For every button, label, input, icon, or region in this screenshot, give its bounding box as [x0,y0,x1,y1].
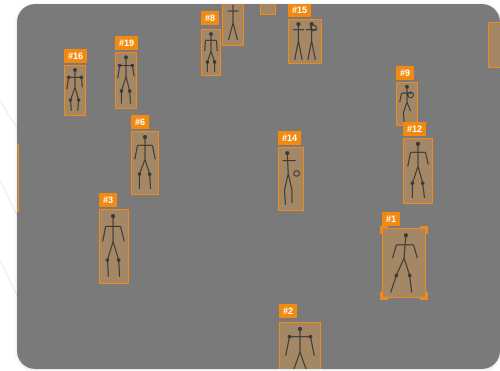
detection-box-6[interactable]: #6 [131,131,159,195]
detection-id-label: #19 [115,36,138,50]
detection-id-label: #15 [288,4,311,17]
detection-box-partial [488,22,500,68]
detection-id-label: #1 [382,212,400,226]
detection-box-3[interactable]: #3 [99,209,129,284]
detection-box-19[interactable]: #19 [115,52,137,109]
detection-box-12[interactable]: #12 [403,138,433,204]
detection-box-partial [222,4,244,46]
box-corner [380,226,388,234]
pose-skeleton [383,229,425,297]
detection-id-label: #8 [201,11,219,25]
box-corner [420,226,428,234]
box-corner [420,292,428,300]
detection-id-label: #6 [131,115,149,129]
detection-box-2[interactable]: #2 [279,322,321,369]
video-frame: #16 #19 #8 #15 #9 #12 #6 #14 #3 [17,4,500,369]
pose-skeleton [404,139,432,203]
detection-id-label: #12 [403,122,426,136]
detection-id-label: #16 [64,49,87,63]
box-corner [380,292,388,300]
detection-box-9[interactable]: #9 [396,82,418,126]
pose-skeleton [397,83,417,125]
detection-box-1[interactable]: #1 [382,228,426,298]
pose-skeleton [279,148,303,210]
detection-id-label: #2 [279,304,297,318]
pose-skeleton [116,53,136,108]
detection-id-label: #9 [396,66,414,80]
pose-skeleton [132,132,158,194]
pose-skeleton [100,210,128,283]
detection-id-label: #14 [278,131,301,145]
pose-skeleton [280,323,320,369]
detection-box-partial [17,144,19,212]
pose-skeleton [289,20,321,63]
detection-box-8[interactable]: #8 [201,29,221,76]
pose-skeleton [202,30,220,75]
detection-box-15[interactable]: #15 [288,19,322,64]
detection-box-14[interactable]: #14 [278,147,304,211]
detection-box-partial [260,4,276,15]
detection-box-16[interactable]: #16 [64,65,86,116]
detection-id-label: #3 [99,193,117,207]
pose-skeleton [65,66,85,115]
